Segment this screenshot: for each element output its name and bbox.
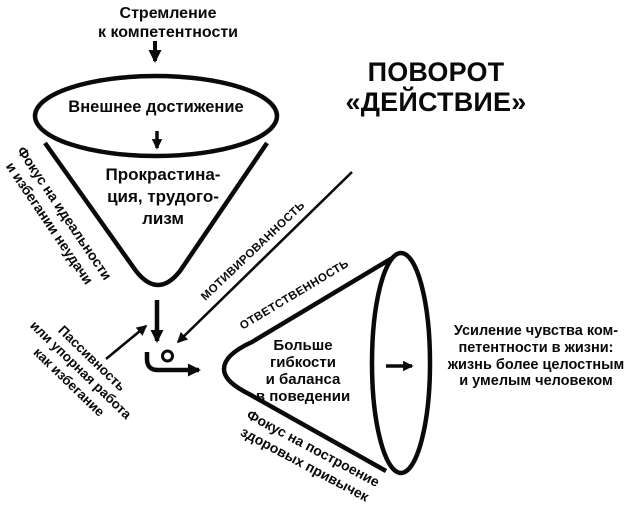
left-funnel-cone <box>43 141 269 288</box>
turn-right-elbow-arrow-icon <box>144 352 201 377</box>
external-achievement-label: Внешнее достижение <box>68 98 244 116</box>
avoidance-arrow-icon <box>105 324 148 361</box>
striving-for-competence-label: Стремление к компетентности <box>97 5 239 41</box>
left-funnel-rim <box>32 73 280 159</box>
procrastination-workaholism-label: Прокрастина- ция, трудого- лизм <box>105 165 221 228</box>
pivot-point-ring-icon <box>161 349 174 363</box>
right-funnel-cone <box>221 252 401 473</box>
motivation-arrow-icon <box>176 171 353 344</box>
right-funnel-opening <box>369 250 433 476</box>
more-flexibility-label: Больше гибкости и баланса в поведении <box>255 337 351 406</box>
diagram-title: ПОВОРОТ «ДЕЙСТВИЕ» <box>345 57 527 118</box>
competence-outcome-label: Усиление чувства ком- петентности в жизн… <box>447 323 625 390</box>
